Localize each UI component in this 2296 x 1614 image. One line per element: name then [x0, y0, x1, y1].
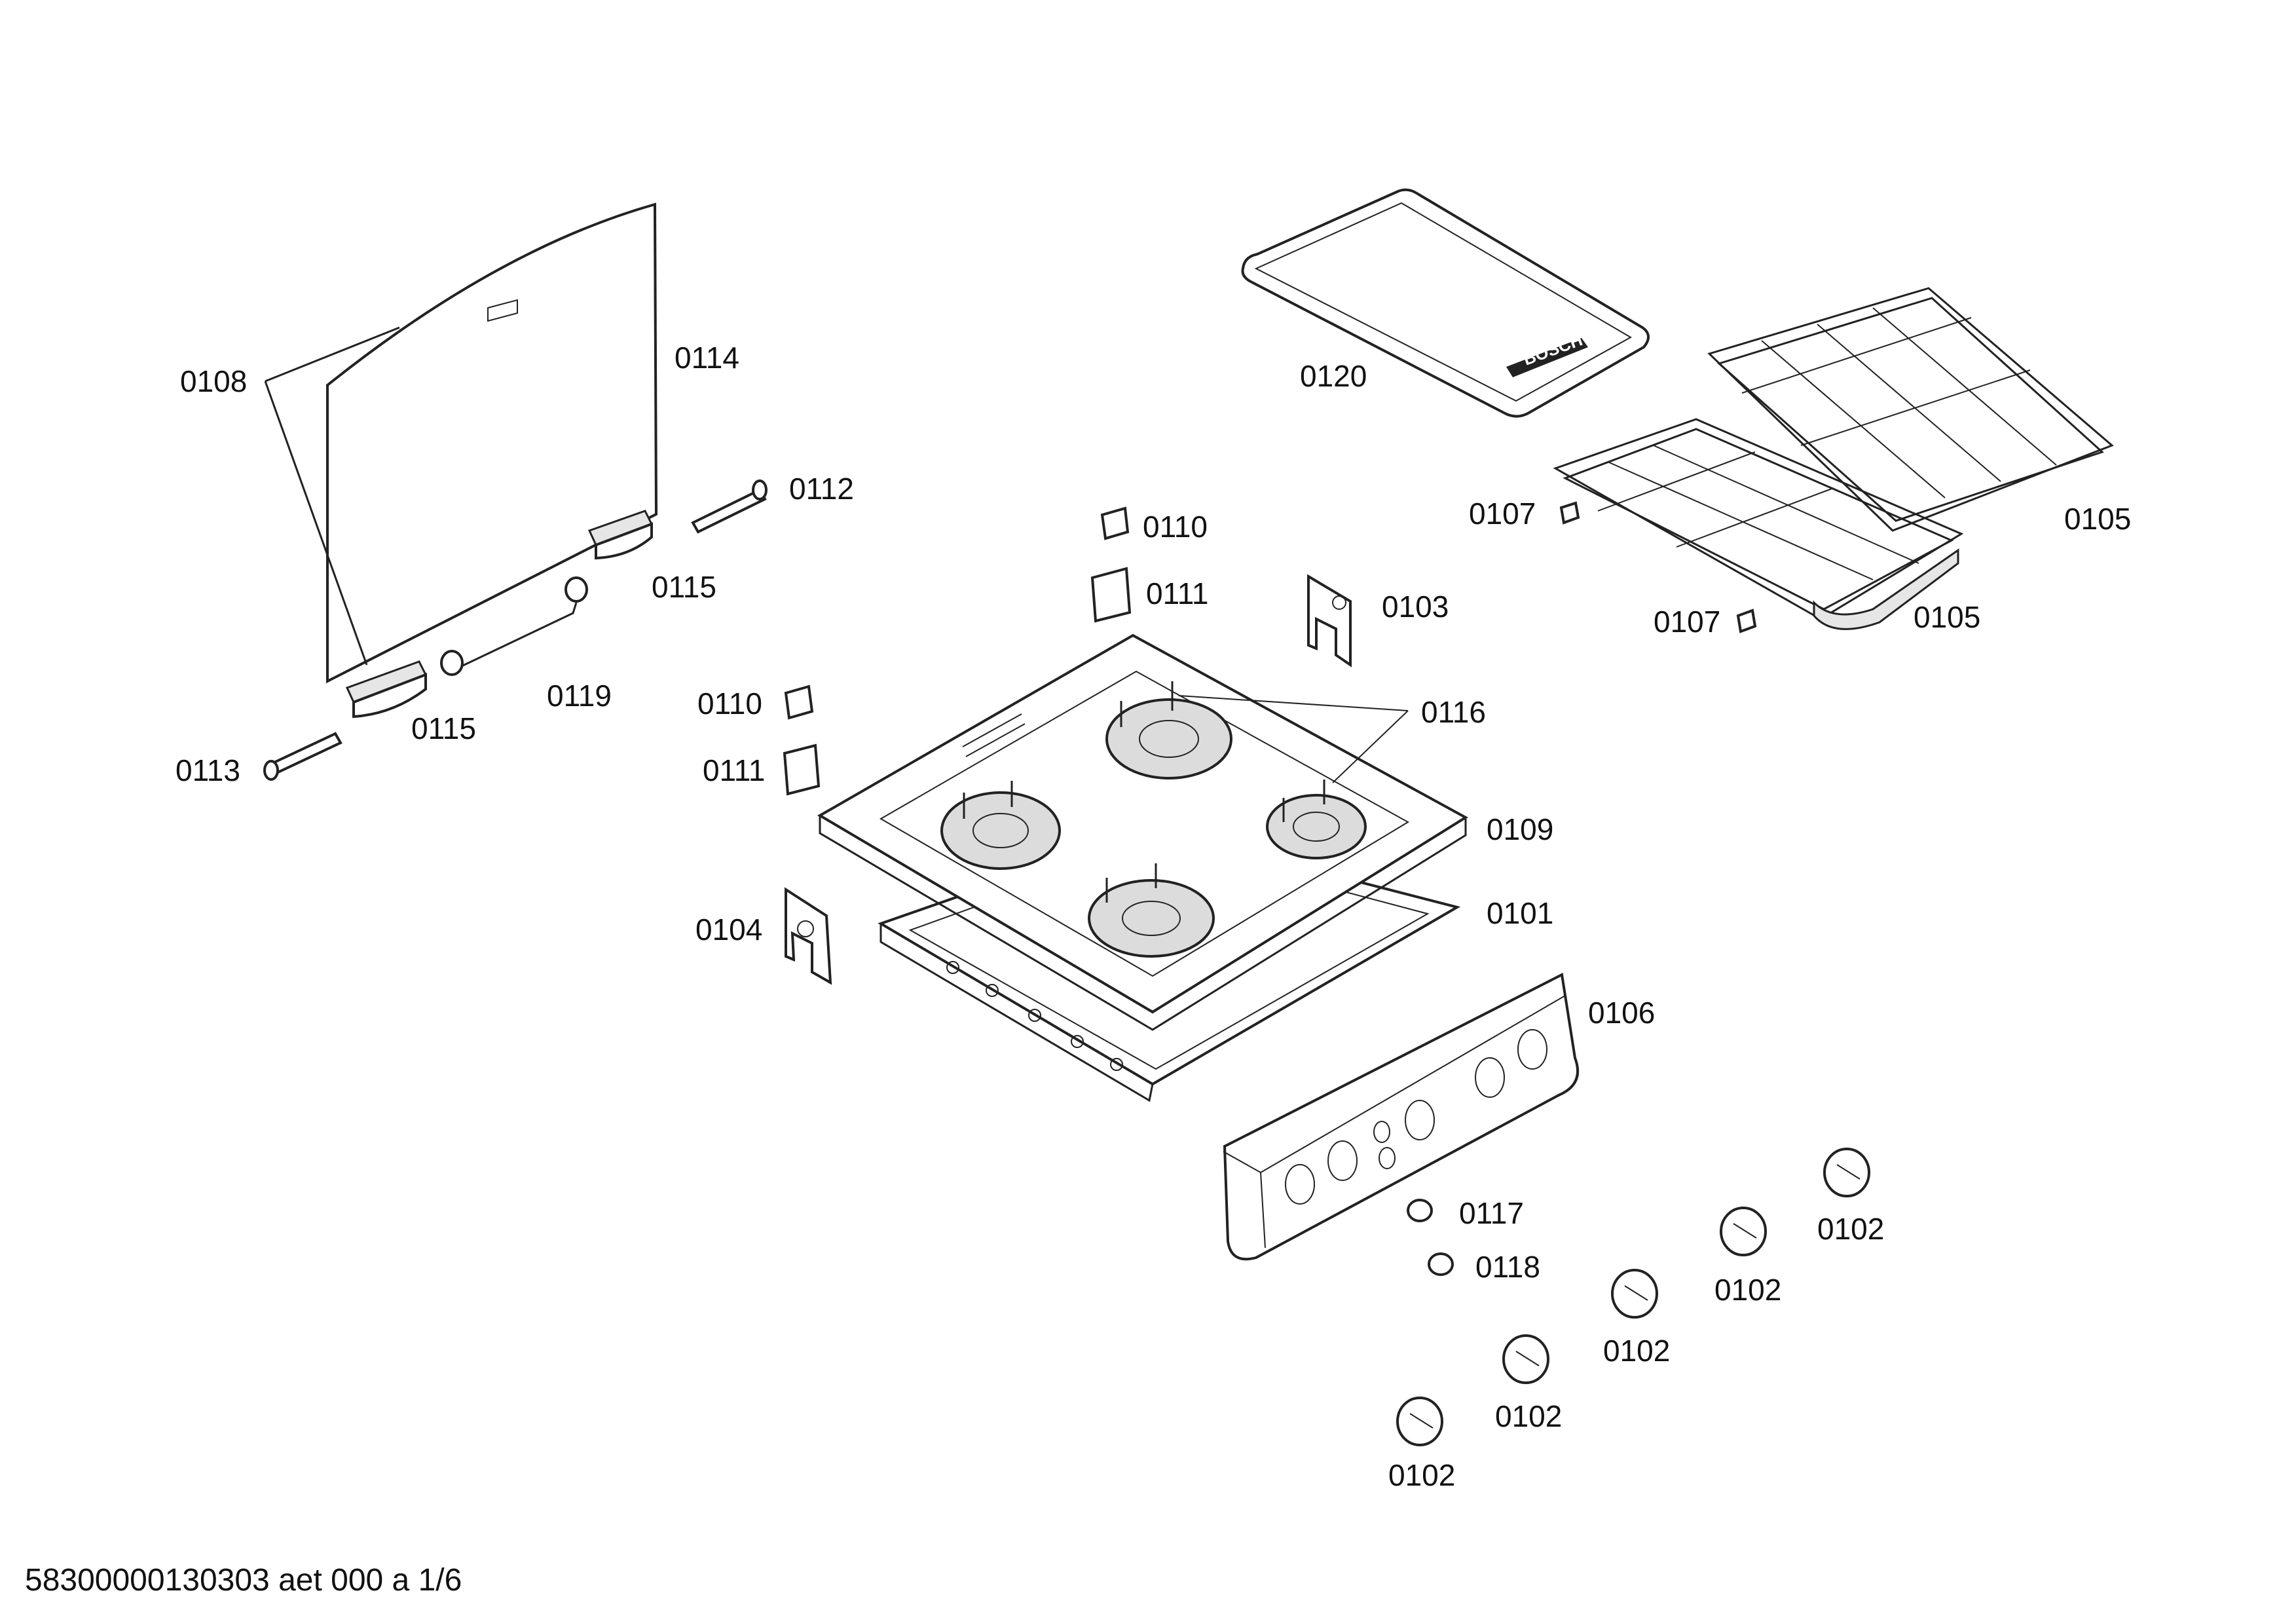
label-0102-d: 0102	[1495, 1399, 1562, 1433]
pan-support-front-0105	[1553, 418, 1964, 630]
lid-hinge-upper	[587, 510, 654, 560]
label-0109: 0109	[1487, 812, 1553, 846]
label-0105-rear: 0105	[2064, 502, 2131, 536]
label-0108: 0108	[180, 364, 247, 398]
label-0113: 0113	[176, 753, 240, 787]
hinge-pin-0112	[691, 479, 768, 534]
clip-0107-a	[1559, 501, 1580, 525]
label-0114: 0114	[675, 341, 739, 375]
buffer-0119	[440, 576, 588, 676]
label-0102-b: 0102	[1714, 1273, 1781, 1307]
label-0103: 0103	[1382, 590, 1449, 624]
knob-0102-c	[1611, 1269, 1658, 1319]
knob-0102-d	[1502, 1334, 1549, 1384]
label-0106: 0106	[1588, 996, 1655, 1030]
label-0118: 0118	[1475, 1250, 1540, 1284]
label-0110-b: 0110	[697, 686, 762, 721]
control-panel-0106	[1223, 972, 1579, 1261]
lamp-0118	[1428, 1252, 1454, 1276]
label-0105-front: 0105	[1914, 600, 1980, 634]
label-0115-upper: 0115	[652, 570, 716, 604]
label-0117: 0117	[1459, 1196, 1524, 1230]
label-0111-b: 0111	[703, 753, 766, 787]
knob-0102-e	[1396, 1397, 1443, 1446]
hob-top-0109	[817, 633, 1468, 1031]
label-0116: 0116	[1421, 695, 1486, 729]
hinge-pin-0113	[263, 732, 343, 781]
label-0107-a: 0107	[1469, 497, 1536, 531]
glass-lid-0114	[264, 202, 658, 684]
screws-0116	[963, 681, 1409, 903]
label-0107-b: 0107	[1654, 605, 1720, 639]
label-0120: 0120	[1300, 359, 1367, 393]
label-0110-a: 0110	[1143, 510, 1208, 544]
label-0102-c: 0102	[1603, 1334, 1670, 1368]
bracket-0103	[1307, 574, 1352, 667]
label-0115-lower: 0115	[411, 711, 476, 745]
lid-hinge-lower	[345, 660, 428, 719]
footer-document-code: 58300000130303 aet 000 a 1/6	[25, 1563, 462, 1598]
bracket-0104	[785, 887, 832, 985]
cover-plate-0120: BOSCH	[1241, 188, 1650, 418]
label-0112: 0112	[789, 472, 854, 506]
knob-0102-b	[1720, 1207, 1767, 1256]
label-0111-a: 0111	[1146, 576, 1209, 610]
label-0102-a: 0102	[1817, 1212, 1884, 1246]
spacer-0110-a	[1100, 506, 1130, 540]
spacer-0110-b	[784, 685, 814, 720]
knob-0102-a	[1823, 1148, 1870, 1197]
label-0101: 0101	[1487, 896, 1553, 930]
pan-support-rear-0105	[1707, 287, 2114, 532]
switch-0117	[1407, 1199, 1433, 1222]
clip-0107-b	[1736, 609, 1757, 633]
label-0102-e: 0102	[1388, 1458, 1455, 1492]
holder-0111-b	[783, 743, 821, 796]
holder-0111-a	[1090, 567, 1132, 623]
label-0104: 0104	[695, 912, 762, 947]
label-0119: 0119	[547, 679, 612, 713]
